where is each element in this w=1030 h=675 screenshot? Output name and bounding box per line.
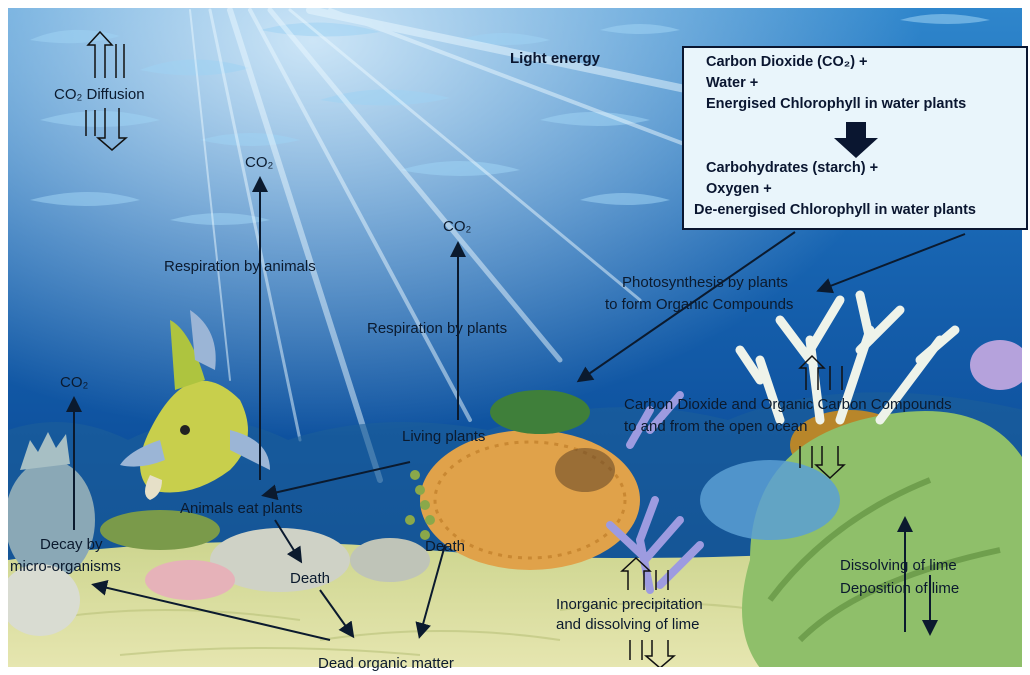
label-inorganic-line1: Inorganic precipitation (556, 596, 703, 614)
label-exchange-line1: Carbon Dioxide and Organic Carbon Compou… (624, 396, 952, 414)
label-death-animals: Death (290, 570, 330, 588)
label-light-energy: Light energy (510, 50, 600, 68)
product-oxygen: Oxygen + (706, 181, 772, 197)
seaweed-top (490, 390, 590, 434)
label-deposition-lime: Deposition of lime (840, 580, 959, 598)
label-co2-plants: CO₂ (443, 218, 471, 236)
blue-coral (700, 460, 840, 540)
product-carbohydrates: Carbohydrates (starch) + (706, 160, 878, 176)
reactant-water: Water + (706, 75, 758, 91)
label-co2-left: CO₂ (60, 374, 88, 392)
label-decay-line2: micro-organisms (10, 558, 121, 576)
label-dead-organic-matter: Dead organic matter (318, 655, 454, 673)
label-co2-diffusion: CO₂ Diffusion (54, 86, 145, 104)
purple-coral (970, 340, 1030, 390)
label-living-plants: Living plants (402, 428, 485, 446)
label-inorganic-line2: and dissolving of lime (556, 616, 699, 634)
label-respiration-plants: Respiration by plants (367, 320, 507, 338)
product-chlorophyll: De-energised Chlorophyll in water plants (694, 202, 976, 218)
label-death-plants: Death (425, 538, 465, 556)
label-photosynthesis-line1: Photosynthesis by plants (622, 274, 788, 292)
label-dissolving-lime: Dissolving of lime (840, 557, 957, 575)
label-photosynthesis-line2: to form Organic Compounds (605, 296, 793, 314)
reactant-chlorophyll: Energised Chlorophyll in water plants (706, 96, 966, 112)
reaction-arrow-icon (834, 122, 878, 158)
label-co2-animals: CO₂ (245, 154, 273, 172)
reactant-co2: Carbon Dioxide (CO₂) + (706, 54, 868, 70)
photosynthesis-equation-box: Carbon Dioxide (CO₂) + Water + Energised… (682, 46, 1028, 230)
label-animals-eat-plants: Animals eat plants (180, 500, 303, 518)
label-respiration-animals: Respiration by animals (164, 258, 316, 276)
label-decay-line1: Decay by (40, 536, 103, 554)
label-exchange-line2: to and from the open ocean (624, 418, 807, 436)
